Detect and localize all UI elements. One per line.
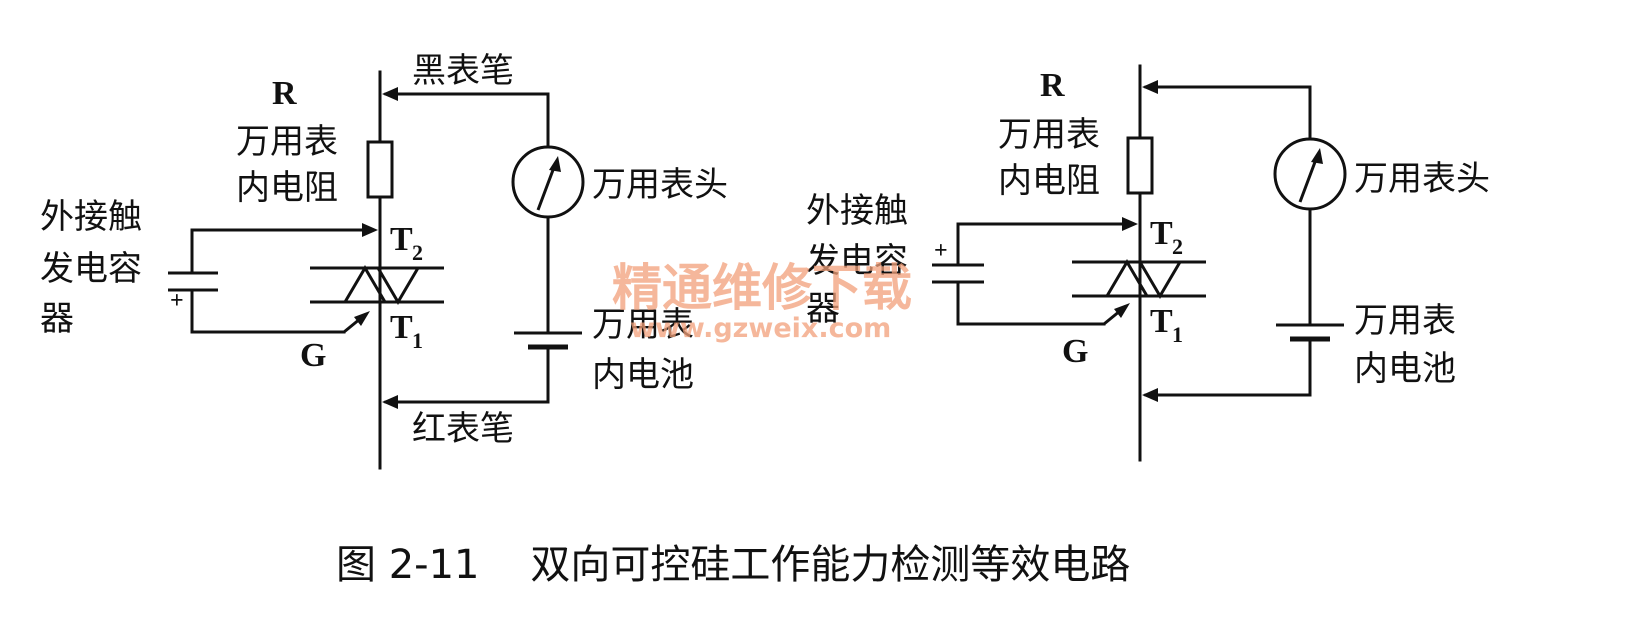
left-triac-diode-down <box>375 266 421 305</box>
right-gate-arrow <box>1114 303 1130 318</box>
left-cap-label-1: 外接触 <box>40 197 142 237</box>
right-meter-label: 万用表头 <box>1354 159 1490 199</box>
right-bottom-arrow <box>1142 388 1158 402</box>
left-resistor-label-2: 内电阻 <box>236 168 338 208</box>
left-t2-arrow <box>362 223 378 237</box>
left-black-probe-arrow <box>382 87 398 101</box>
right-cap-label-2: 发电容 <box>806 241 908 281</box>
right-t1-label: T <box>1150 303 1173 340</box>
right-cap-plus: + <box>934 238 948 264</box>
watermark-url: www.gzweix.com <box>630 313 891 344</box>
left-circuit: R 万用表 内电阻 黑表笔 万用表头 万用表 内电池 红表笔 外接触 发电容 器… <box>40 51 728 470</box>
left-t1-sub: 1 <box>412 328 423 353</box>
right-cap-label-3: 器 <box>806 289 840 329</box>
left-cap-gate-wire <box>190 290 346 334</box>
left-cap-plus: + <box>170 288 184 314</box>
left-cap-top-wire <box>190 228 374 272</box>
left-red-probe-label: 红表笔 <box>412 409 514 449</box>
watermark: 精通维修下载 www.gzweix.com <box>612 259 912 344</box>
right-battery-label-1: 万用表 <box>1354 301 1456 341</box>
left-black-probe-label: 黑表笔 <box>412 51 514 91</box>
right-t2-arrow <box>1122 217 1138 231</box>
right-circuit: R 万用表 内电阻 万用表头 万用表 内电池 外接触 发电容 器 + T 2 T… <box>806 64 1490 462</box>
left-red-probe-arrow <box>382 395 398 409</box>
right-gate-label: G <box>1062 333 1088 370</box>
left-cap-label-3: 器 <box>40 299 74 339</box>
figure-caption: 图 2-11 双向可控硅工作能力检测等效电路 <box>336 542 1130 588</box>
left-battery-label-2: 内电池 <box>592 355 694 395</box>
right-triac-diode-down <box>1137 260 1183 299</box>
right-triac-diode-up <box>1104 259 1150 298</box>
left-battery-label-1: 万用表 <box>592 305 694 345</box>
left-triac-diode-up <box>342 265 388 304</box>
left-resistor-label-1: 万用表 <box>236 122 338 162</box>
left-cap-label-2: 发电容 <box>40 249 142 289</box>
right-r-label: R <box>1040 67 1065 104</box>
right-cap-gate-wire <box>956 282 1106 326</box>
right-resistor-label-1: 万用表 <box>998 115 1100 155</box>
right-battery-label-2: 内电池 <box>1354 349 1456 389</box>
left-gate-arrow <box>354 311 370 326</box>
right-resistor-label-2: 内电阻 <box>998 161 1100 201</box>
left-gate-label: G <box>300 337 326 374</box>
watermark-text: 精通维修下载 <box>612 259 912 317</box>
right-meter-needle-head <box>1311 148 1323 164</box>
left-t1-label: T <box>390 309 413 346</box>
left-t2-label: T <box>390 221 413 258</box>
right-cap-top-wire <box>956 222 1134 264</box>
right-t2-label: T <box>1150 215 1173 252</box>
right-t1-sub: 1 <box>1172 322 1183 347</box>
right-cap-label-1: 外接触 <box>806 191 908 231</box>
right-t2-sub: 2 <box>1172 234 1183 259</box>
left-t2-sub: 2 <box>412 240 423 265</box>
left-meter-needle-head <box>549 156 561 172</box>
left-r-label: R <box>272 75 297 112</box>
left-meter-label: 万用表头 <box>592 165 728 205</box>
right-resistor <box>1126 136 1154 195</box>
left-resistor <box>366 140 394 199</box>
right-top-arrow <box>1142 80 1158 94</box>
